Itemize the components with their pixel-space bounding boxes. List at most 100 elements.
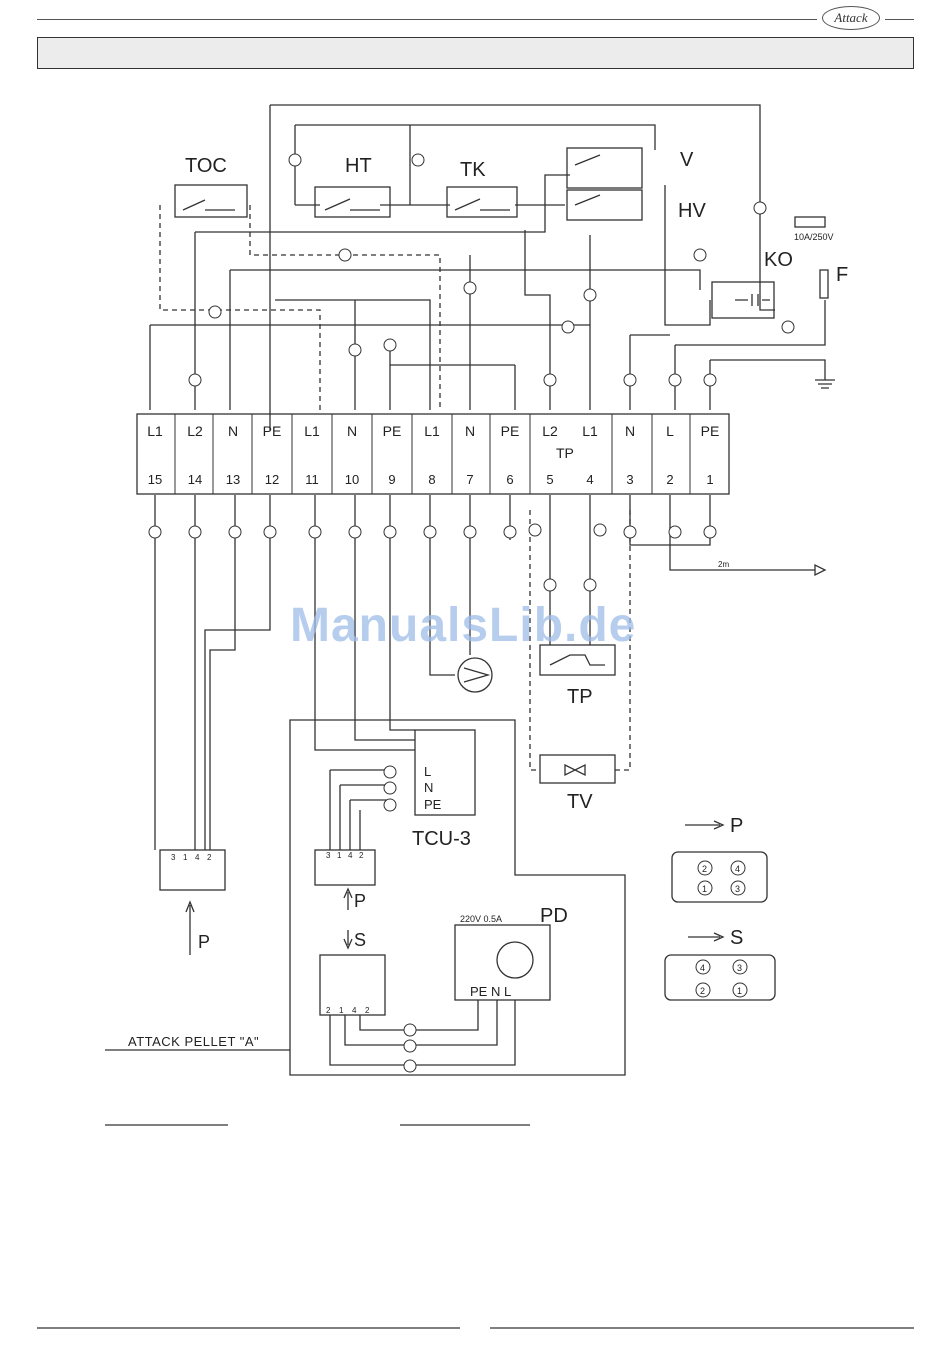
label-tp-block: TP: [556, 445, 574, 461]
label-tk: TK: [460, 159, 486, 181]
wire-toc-dashed: [160, 205, 320, 410]
label-pd-rating: 220V 0.5A: [460, 914, 502, 924]
label-pd: PD: [540, 905, 568, 927]
label-v: V: [680, 149, 694, 171]
legend-p-pin-3: 1: [702, 884, 707, 894]
label-tp: TP: [567, 686, 593, 708]
legend-p-box: [672, 852, 767, 902]
terminal-number: 5: [546, 472, 553, 487]
v-hv-switches: [575, 155, 600, 205]
legend-s-pin-3: 2: [700, 986, 705, 996]
wire-pe-ground: [710, 360, 825, 380]
label-arrow-p-mid: P: [354, 891, 366, 911]
terminal-labels: L115L214N13PE12L111N10PE9L18N7PE6L25L14N…: [147, 423, 719, 487]
pump-arrow: [464, 668, 488, 682]
plug-left-pin-4: 2: [207, 853, 212, 862]
terminal-number: 9: [388, 472, 395, 487]
terminal-label-top: N: [465, 423, 475, 439]
terminal-label-top: L1: [304, 423, 320, 439]
plug-left-pin-3: 4: [195, 853, 200, 862]
terminal-label-top: PE: [501, 423, 520, 439]
terminal-label-top: L: [666, 423, 674, 439]
label-toc: TOC: [185, 155, 227, 177]
label-f: F: [836, 264, 848, 286]
arrow-p-mid: [344, 889, 352, 910]
terminal-label-top: L1: [582, 423, 598, 439]
label-tv: TV: [567, 791, 593, 813]
terminal-number: 15: [148, 472, 162, 487]
tcu-terminal-l: L: [424, 764, 431, 779]
tk-switch: [455, 199, 510, 210]
terminal-label-top: PE: [263, 423, 282, 439]
label-arrow-s-mid: S: [354, 930, 366, 950]
terminal-label-top: N: [625, 423, 635, 439]
plug-mid-pin-1: 3: [326, 851, 331, 860]
terminal-number: 8: [428, 472, 435, 487]
plug-left-pin-1: 3: [171, 853, 176, 862]
wire-pd: [330, 1000, 515, 1065]
plug-left-pin-2: 1: [183, 853, 188, 862]
tk-box: [447, 187, 517, 217]
label-hv: HV: [678, 200, 706, 222]
socket-s-pin-3: 4: [352, 1006, 357, 1015]
terminal-number: 1: [706, 472, 713, 487]
terminal-label-top: PE: [383, 423, 402, 439]
fuse-symbol: [795, 217, 825, 227]
legend-s-pin-1: 4: [700, 963, 705, 973]
terminal-label-top: L2: [542, 423, 558, 439]
terminal-number: 3: [626, 472, 633, 487]
plug-mid-pin-3: 4: [348, 851, 353, 860]
label-ht: HT: [345, 155, 372, 177]
plug-mid-pin-2: 1: [337, 851, 342, 860]
hv-box: [567, 190, 642, 220]
socket-s-pin-1: 2: [326, 1006, 331, 1015]
label-cable: 2m: [718, 560, 729, 569]
tcu-enclosure: [290, 720, 625, 1075]
label-arrow-s-legend: S: [730, 927, 743, 949]
arrow-p-left: [186, 902, 194, 955]
wire-l-ko: [675, 300, 825, 345]
terminal-number: 13: [226, 472, 240, 487]
legend-s-pin-2: 3: [737, 963, 742, 973]
terminal-number: 7: [466, 472, 473, 487]
wire-l1-bus: [150, 325, 590, 410]
label-fuse-rating: 10A/250V: [794, 232, 834, 242]
tp-symbol: [550, 655, 605, 665]
legend-s-pin-4: 1: [737, 986, 742, 996]
tcu-terminal-pe: PE: [424, 797, 442, 812]
wire-n-ko: [630, 335, 670, 410]
terminal-number: 11: [305, 472, 319, 487]
ht-switch: [325, 199, 380, 210]
terminal-label-top: L1: [424, 423, 440, 439]
terminal-number: 10: [345, 472, 359, 487]
tv-valve-symbol: [565, 765, 585, 775]
ground-symbol: [815, 380, 835, 388]
toc-switch: [183, 200, 235, 210]
terminal-label-top: N: [347, 423, 357, 439]
plug-left-box: [160, 850, 225, 890]
terminal-number: 4: [586, 472, 593, 487]
label-attack-pellet: ATTACK PELLET "A": [128, 1034, 259, 1049]
legend-p-pin-2: 4: [735, 864, 740, 874]
terminal-number: 2: [666, 472, 673, 487]
socket-s-pin-2: 1: [339, 1006, 344, 1015]
arrow-s-legend: [688, 933, 723, 941]
f-fuse: [820, 270, 828, 298]
wire-toc-dashed-2: [250, 205, 440, 410]
terminal-label-top: N: [228, 423, 238, 439]
plug-mid-box: [315, 850, 375, 885]
label-arrow-p-legend: P: [730, 815, 743, 837]
terminal-label-top: L1: [147, 423, 163, 439]
toc-box: [175, 185, 247, 217]
tcu-terminal-n: N: [424, 780, 433, 795]
legend-s-box: [665, 955, 775, 1000]
terminal-number: 12: [265, 472, 279, 487]
pd-dial: [497, 942, 533, 978]
wire-l2: [195, 175, 570, 232]
arrow-s-mid: [344, 930, 352, 948]
pd-terminals: PE N L: [470, 984, 511, 999]
terminal-number: 6: [506, 472, 513, 487]
plug-mid-pin-4: 2: [359, 851, 364, 860]
ko-capacitor: [735, 294, 770, 306]
